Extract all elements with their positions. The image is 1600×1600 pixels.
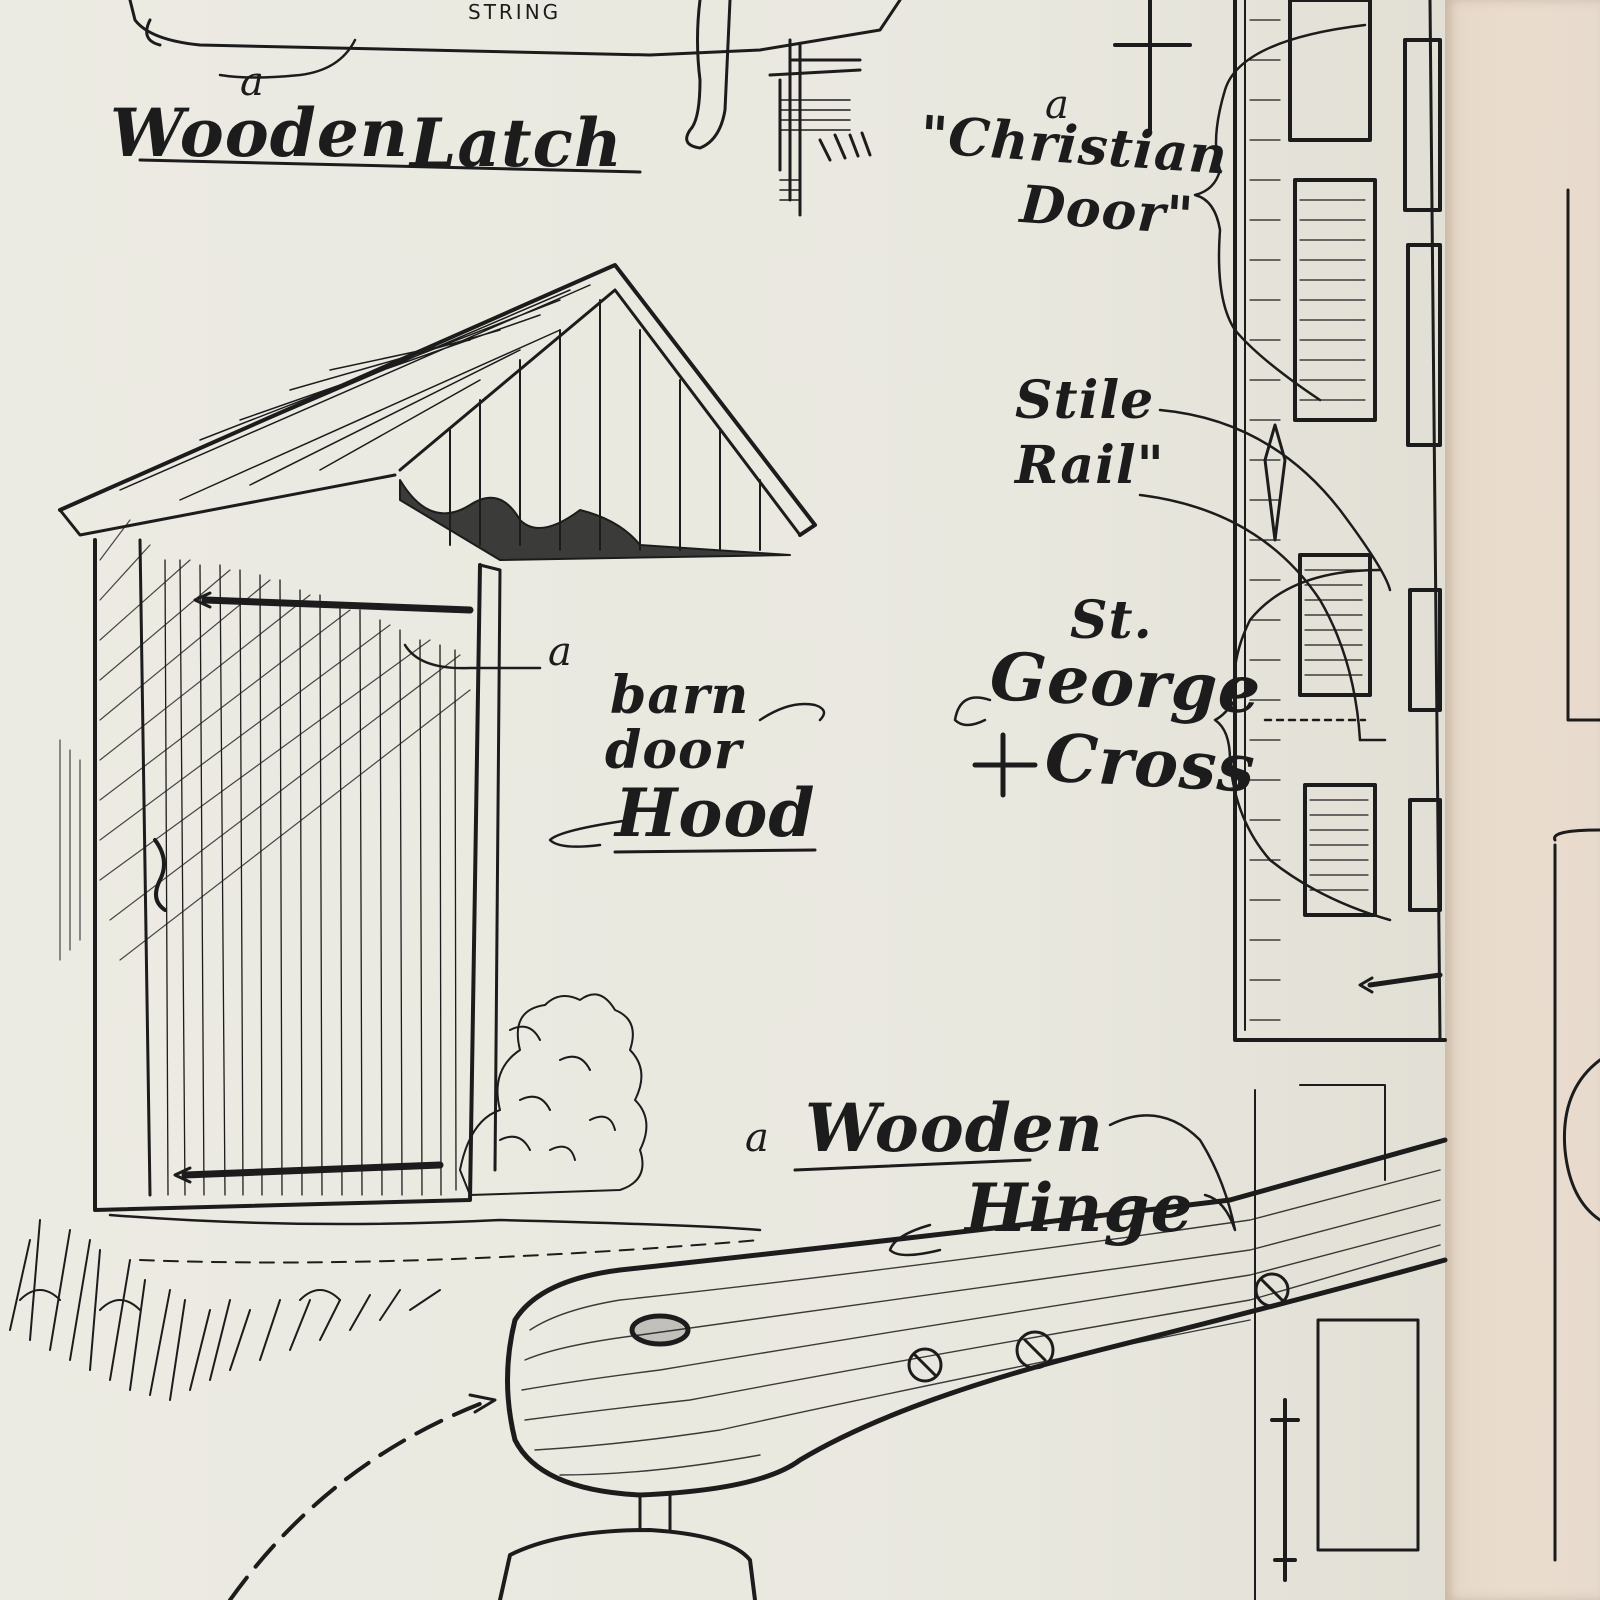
wooden-latch-title-1: Wooden — [110, 94, 409, 172]
st-george-cross-glyph — [972, 732, 1038, 798]
wooden-hinge-drawing — [228, 1137, 1448, 1600]
hood-line2: door — [605, 720, 743, 781]
wooden-latch-title-2: Latch — [410, 104, 623, 182]
leader-lines — [218, 38, 1237, 1257]
christian-door-drawing — [1233, 0, 1447, 1600]
george-label: George — [988, 636, 1264, 730]
hood-line1: barn — [610, 665, 750, 726]
string-label: STRING — [468, 0, 562, 24]
underlines — [138, 158, 1032, 1172]
hinge-article: a — [745, 1115, 769, 1161]
book-gutter — [1445, 0, 1600, 1600]
latch-article: a — [240, 59, 264, 105]
christian-door-article: a — [1045, 82, 1069, 128]
stile-label: Stile — [1015, 370, 1155, 431]
wooden-hinge-title-1: Wooden — [805, 1089, 1104, 1167]
rail-label: Rail" — [1015, 435, 1165, 496]
wooden-hinge-title-2: Hinge — [965, 1169, 1194, 1247]
christian-door-line2: Door" — [1018, 174, 1196, 247]
shrub-drawing — [459, 993, 648, 1196]
cross-mark — [1113, 0, 1192, 132]
grass-drawing — [9, 1219, 441, 1401]
hood-article: a — [548, 629, 572, 675]
cross-label: Cross — [1043, 718, 1258, 808]
adjacent-page-fragment — [1553, 188, 1600, 1562]
label-braces — [1138, 23, 1392, 922]
wooden-latch-drawing — [128, 0, 902, 217]
st-label: St. — [1070, 590, 1153, 651]
hood-line3: Hood — [615, 774, 816, 852]
barn-door-hood-drawing — [58, 263, 817, 1264]
